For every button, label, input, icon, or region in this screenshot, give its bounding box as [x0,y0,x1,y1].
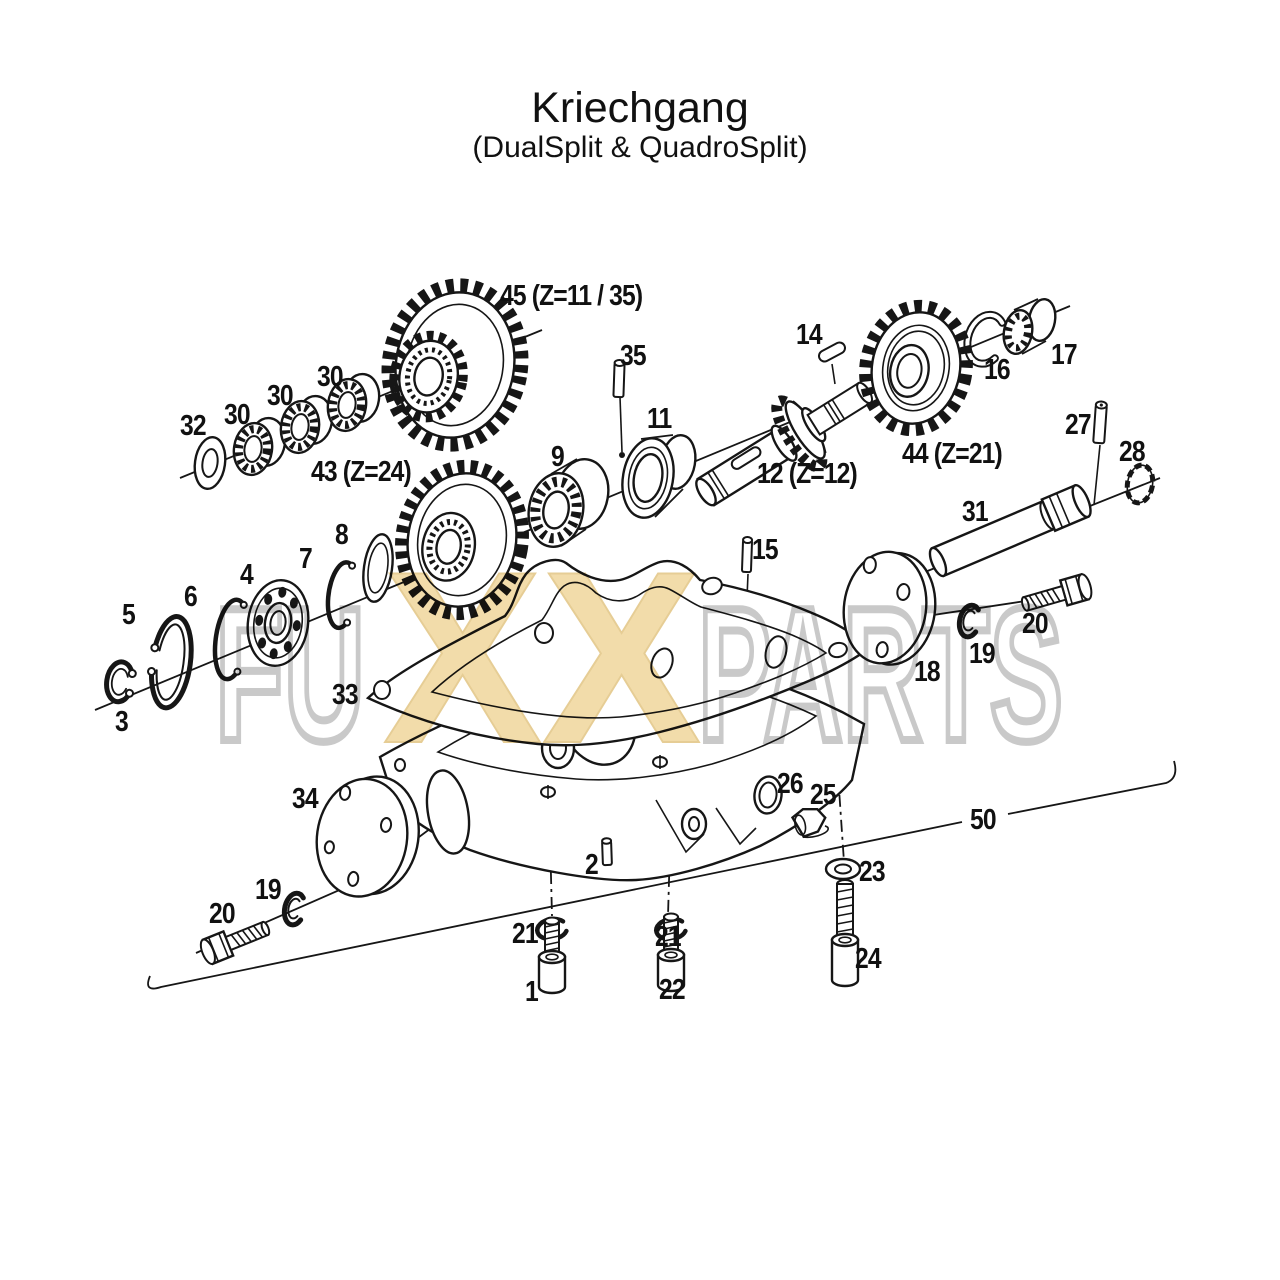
label-43: 43 (Z=24) [311,456,412,488]
title-block: Kriechgang (DualSplit & QuadroSplit) [0,84,1280,165]
spacer-bushing-11 [621,434,697,519]
socket-bolt-1 [537,916,567,995]
label-1: 1 [525,976,539,1008]
label-9: 9 [551,441,565,473]
pin-2 [601,837,613,867]
housing-gasket [365,558,870,747]
label-15: 15 [752,534,779,566]
shaft-12 [695,381,874,507]
needle-bushing-17 [1002,297,1057,356]
woodruff-key-14 [817,341,847,363]
label-30c: 30 [317,361,344,393]
bracket-line-50 [147,760,1177,990]
bearing-cover-left [315,775,420,898]
pin-27 [1092,400,1108,445]
label-7: 7 [299,543,313,575]
label-18: 18 [914,656,941,688]
housing-side-bore [425,769,471,855]
label-44: 44 (Z=21) [902,438,1003,470]
label-14: 14 [796,319,823,351]
washer-32 [193,435,227,491]
label-12: 12 (Z=12) [757,458,858,490]
gear-44 [859,299,973,437]
watermark-left: FU [215,569,365,781]
label-8: 8 [335,519,349,551]
label-11: 11 [647,403,672,435]
ring-8 [362,533,394,603]
label-25: 25 [810,779,837,811]
label-24: 24 [855,943,882,975]
label-17: 17 [1051,339,1078,371]
label-2: 2 [585,849,599,881]
page-subtitle: (DualSplit & QuadroSplit) [472,131,808,165]
needle-bearing-30a [232,416,287,477]
label-19-left: 19 [255,874,282,906]
watermark-right: PARTS [698,569,1063,781]
snap-ring-6 [212,597,248,682]
watermark-accent: XX [383,520,701,794]
label-27: 27 [1065,409,1092,441]
label-3: 3 [115,706,129,738]
page-title: Kriechgang [531,84,749,132]
label-20-left: 20 [209,898,236,930]
snap-ring-5 [146,614,194,711]
wave-washer-28 [1124,462,1156,506]
label-5: 5 [122,599,136,631]
washer-23 [824,857,862,881]
label-50: 50 [970,804,997,836]
label-28: 28 [1119,436,1146,468]
label-33: 33 [332,679,359,711]
snap-ring-7 [325,560,357,631]
hex-bolt-20-right [1020,572,1093,612]
seal-ring-26 [753,775,783,815]
gear-43 [395,459,529,621]
label-4: 4 [240,559,254,591]
needle-bearing-30c [326,372,381,433]
hex-bolt-20-left [199,920,271,966]
gear-45 [381,278,529,452]
needle-bearing-9 [527,458,610,548]
needle-bearing-30b [279,394,334,455]
label-26: 26 [777,768,804,800]
lock-washer-19-left [281,890,306,928]
label-19-right: 19 [969,638,996,670]
label-22: 22 [659,974,686,1006]
label-23: 23 [859,856,886,888]
pin-35 [612,359,626,399]
label-35: 35 [620,340,647,372]
label-21b: 21 [655,921,682,953]
label-30b: 30 [267,380,294,412]
label-21a: 21 [512,918,539,950]
socket-bolt-24 [830,879,860,988]
ball-bearing-4 [246,579,310,667]
label-32: 32 [180,410,207,442]
label-16: 16 [984,354,1011,386]
label-45: 45 (Z=11 / 35) [500,280,643,312]
label-34: 34 [292,783,319,815]
lock-washer-19-right [956,602,981,640]
clamp-ring-3 [104,659,137,705]
bearing-cover-right [842,550,937,666]
pin-15 [741,536,754,574]
label-20-right: 20 [1022,608,1049,640]
socket-bolt-22 [656,912,686,993]
tube-31 [928,483,1092,578]
hex-plug-25 [790,807,829,839]
label-6: 6 [184,581,198,613]
label-30a: 30 [224,399,251,431]
label-31: 31 [962,496,989,528]
